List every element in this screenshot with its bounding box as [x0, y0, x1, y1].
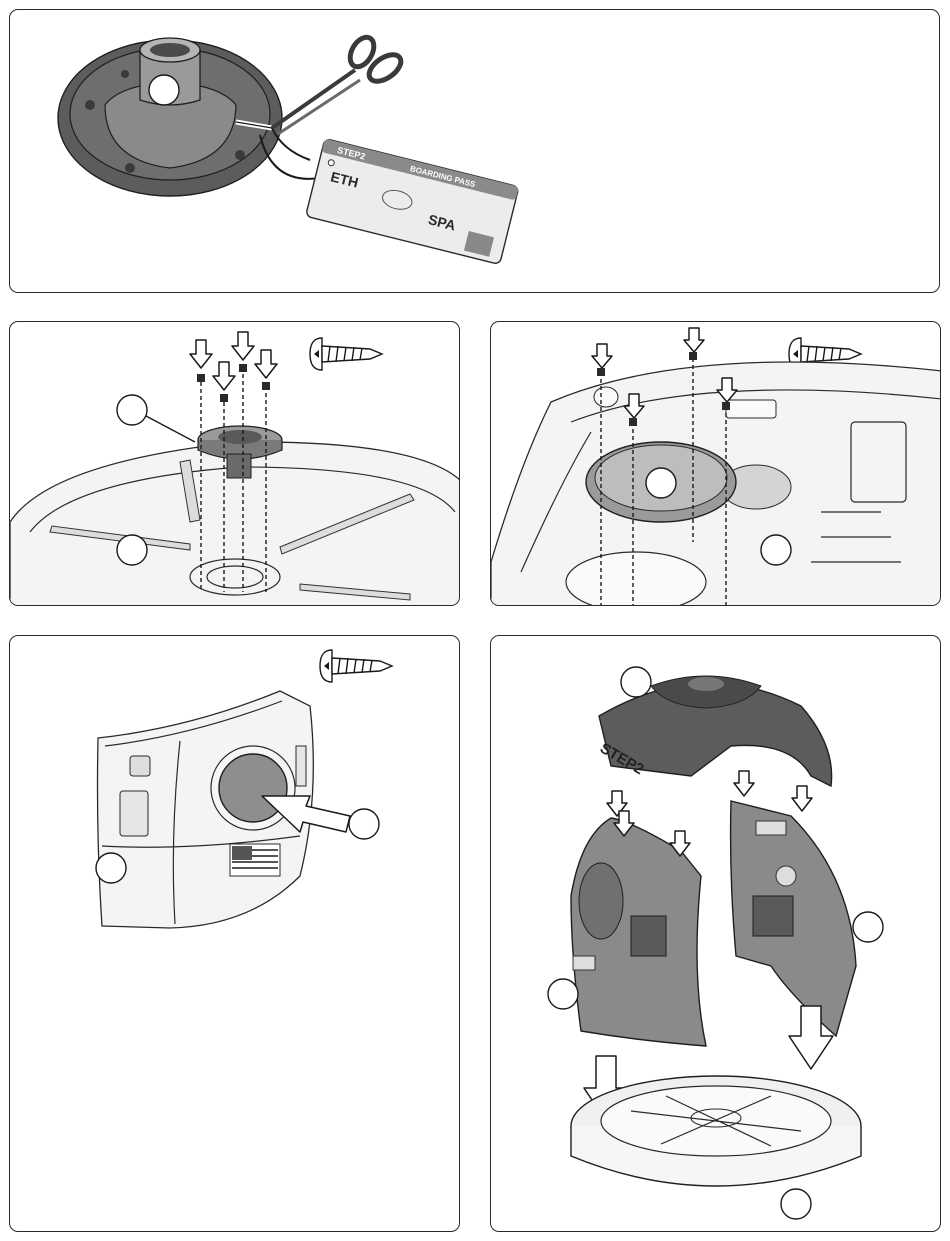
- callout-bubble: [853, 912, 883, 942]
- callout-bubble: [117, 535, 147, 565]
- down-arrow: [684, 328, 704, 352]
- base-ring: [571, 1076, 861, 1186]
- base-plate: [58, 38, 282, 196]
- screw-icon: [310, 338, 382, 370]
- step-panel-attach-hub: [9, 321, 460, 606]
- right-side-panel: [731, 801, 856, 1036]
- screw: [239, 364, 247, 372]
- boarding-pass-tag: STEP2 BOARDING PASS ETH SPA: [306, 139, 519, 265]
- step-panel-attach-plate: [490, 321, 941, 606]
- down-arrow: [792, 786, 812, 811]
- callout-bubble: [621, 667, 651, 697]
- step-panel-remove-tag: STEP2 BOARDING PASS ETH SPA: [9, 9, 940, 293]
- screw: [197, 374, 205, 382]
- callout-bubble: [548, 979, 578, 1009]
- down-arrow: [232, 332, 254, 360]
- callout-bubble: [761, 535, 791, 565]
- callout-bubble: [646, 468, 676, 498]
- down-arrow: [190, 340, 212, 368]
- callout-bubble: [117, 395, 147, 425]
- screw: [722, 402, 730, 410]
- callout-bubble: [781, 1189, 811, 1219]
- screw: [689, 352, 697, 360]
- screw: [629, 418, 637, 426]
- window-lens: [219, 754, 287, 822]
- screw: [220, 394, 228, 402]
- down-arrow: [255, 350, 277, 378]
- down-arrow: [592, 344, 612, 368]
- callout-bubble: [349, 809, 379, 839]
- down-arrow: [213, 362, 235, 390]
- screw-icon: [320, 650, 392, 682]
- screw: [597, 368, 605, 376]
- callout-bubble: [149, 75, 179, 105]
- screw: [262, 382, 270, 390]
- step-panel-final-assembly: STEP2: [490, 635, 941, 1232]
- down-arrow: [734, 771, 754, 796]
- left-side-panel: [571, 818, 706, 1046]
- scissors-icon: [272, 33, 405, 134]
- step-panel-insert-window: [9, 635, 460, 1232]
- callout-bubble: [96, 853, 126, 883]
